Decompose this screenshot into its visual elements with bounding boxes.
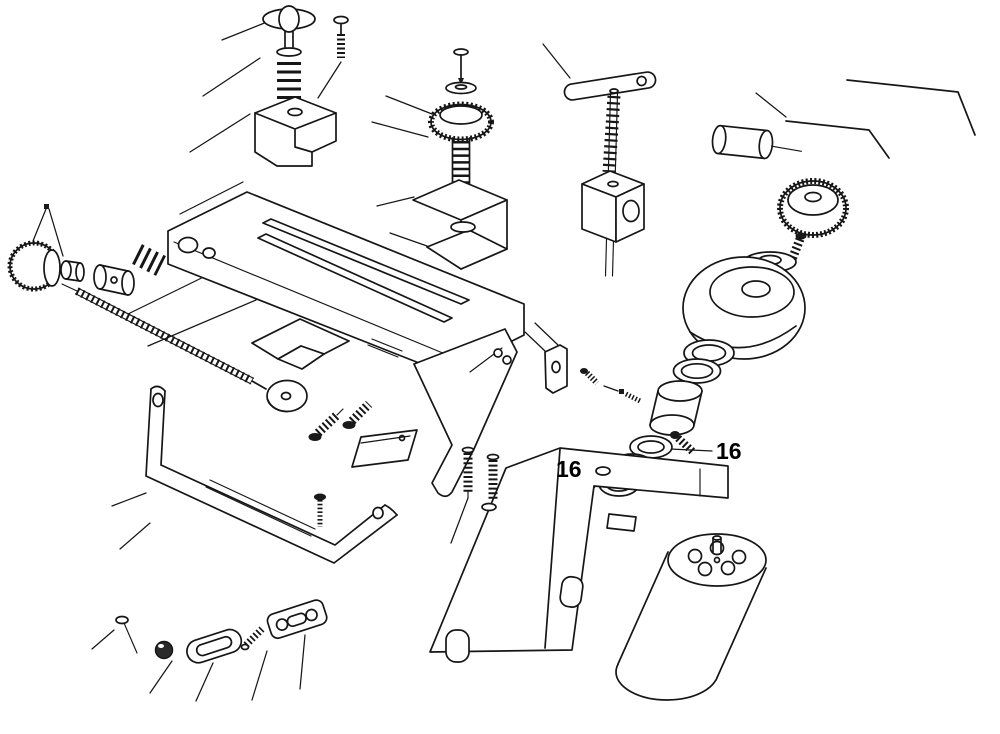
clamp-links xyxy=(115,599,328,664)
cover-plate xyxy=(351,429,418,468)
callout-part-16-left: 16 xyxy=(556,456,582,482)
support-yoke xyxy=(145,385,398,564)
upper-clamp-assembly xyxy=(254,5,349,167)
center-clamp-assembly xyxy=(412,48,508,270)
callout-part-16-right: 16 xyxy=(716,438,742,464)
set-screw xyxy=(619,389,642,404)
hex-wrenches xyxy=(785,79,976,159)
base-screws xyxy=(461,446,500,512)
base-housing xyxy=(429,447,729,663)
slide-block xyxy=(251,318,350,370)
washer-disc xyxy=(266,379,308,413)
spacer-cylinder xyxy=(711,124,802,160)
pivot-bracket xyxy=(544,344,600,394)
feed-rod-assembly xyxy=(7,204,267,390)
mounting-screws xyxy=(308,400,373,441)
tension-rod-assembly xyxy=(563,71,657,277)
motor xyxy=(615,533,767,701)
main-arm-frame xyxy=(167,191,525,498)
spindle-assembly xyxy=(629,178,849,459)
